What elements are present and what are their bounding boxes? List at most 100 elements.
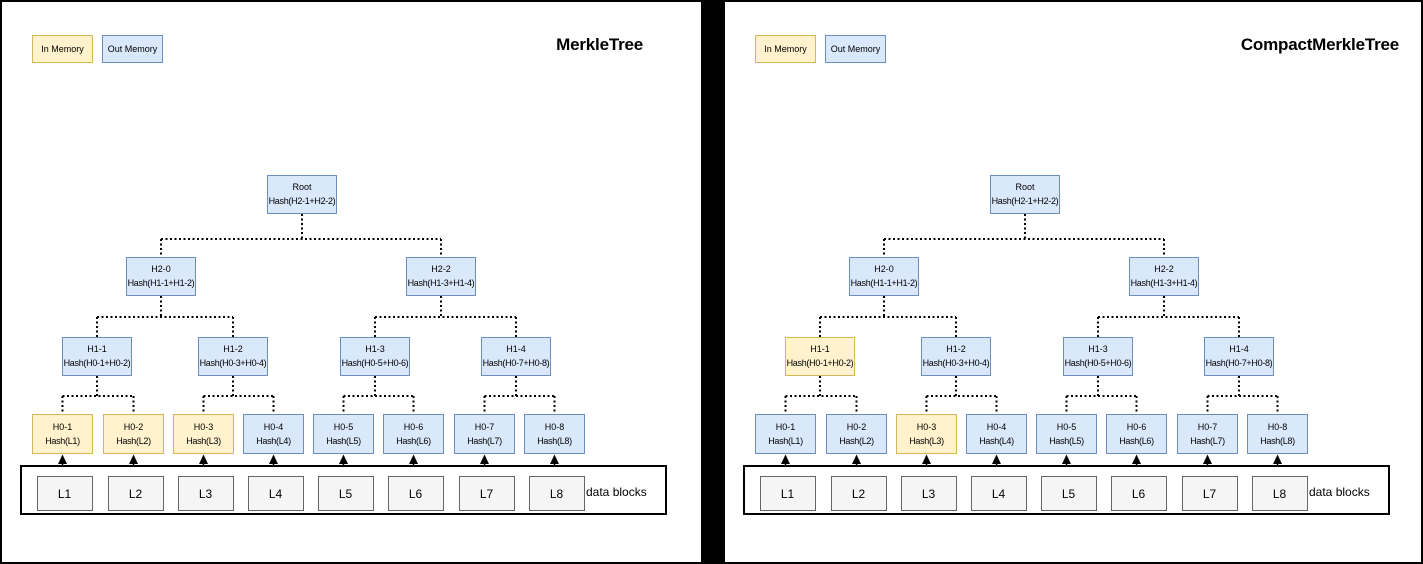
legend-label: In Memory (764, 44, 807, 54)
data-block-l1: L1 (759, 476, 816, 511)
node-title: H2-0 (151, 264, 171, 274)
node-title: H0-7 (474, 421, 495, 432)
data-block-l2: L2 (107, 476, 164, 511)
node-title: H0-2 (123, 421, 144, 432)
node-hash: Hash(H1-3+H1-4) (1130, 278, 1198, 288)
data-block-l7: L7 (458, 476, 515, 511)
node-hash: Hash(H0-1+H0-2) (786, 358, 854, 368)
panel-title: MerkleTree (556, 35, 643, 54)
node-title: H1-1 (810, 344, 830, 354)
node-hash: Hash(L1) (45, 435, 80, 446)
block-arrowhead-up-icon (922, 454, 931, 464)
block-arrowhead-up-icon (58, 454, 67, 464)
node-title: H1-3 (1088, 344, 1108, 354)
node-title: H0-5 (333, 421, 354, 432)
dotted-tree-edge (784, 214, 1279, 414)
panel-divider (703, 0, 723, 564)
data-block-l3: L3 (177, 476, 234, 511)
data-block-l5: L5 (1040, 476, 1097, 511)
node-hash: Hash(H0-1+H0-2) (63, 358, 131, 368)
legend-in-memory: In Memory (32, 35, 93, 63)
node-hash: Hash(H1-3+H1-4) (407, 278, 475, 288)
block-arrowhead-up-icon (852, 454, 861, 464)
panel-title: CompactMerkleTree (1240, 35, 1399, 54)
block-arrowhead-up-icon (480, 454, 489, 464)
node-title: H0-8 (544, 421, 565, 432)
node-title: H1-3 (365, 344, 385, 354)
legend-out-memory: Out Memory (825, 35, 886, 63)
node-hash: Hash(H0-7+H0-8) (1205, 358, 1273, 368)
data-block-l6: L6 (387, 476, 444, 511)
node-hash: Hash(L7) (467, 435, 502, 446)
data-block-l3: L3 (900, 476, 957, 511)
block-arrowhead-up-icon (1132, 454, 1141, 464)
data-block-l8: L8 (1251, 476, 1308, 511)
block-arrowhead-up-icon (1273, 454, 1282, 464)
node-hash: Hash(H2-1+H2-2) (268, 196, 336, 206)
block-arrowhead-up-icon (339, 454, 348, 464)
node-title: H2-0 (874, 264, 894, 274)
legend-label: In Memory (41, 44, 84, 54)
node-title: H0-1 (775, 421, 796, 432)
node-hash: Hash(H1-1+H1-2) (850, 278, 918, 288)
data-block-l5: L5 (317, 476, 374, 511)
legend-in-memory: In Memory (755, 35, 816, 63)
node-hash: Hash(L7) (1190, 435, 1225, 446)
data-block-l4: L4 (970, 476, 1027, 511)
block-arrowhead-up-icon (992, 454, 1001, 464)
node-hash: Hash(H2-1+H2-2) (991, 196, 1059, 206)
node-hash: Hash(H0-3+H0-4) (922, 358, 990, 368)
block-arrowhead-up-icon (1062, 454, 1071, 464)
data-block-l6: L6 (1110, 476, 1167, 511)
node-title: H0-5 (1056, 421, 1077, 432)
node-hash: Hash(H0-7+H0-8) (482, 358, 550, 368)
node-hash: Hash(H0-5+H0-6) (341, 358, 409, 368)
node-title: H2-2 (431, 264, 451, 274)
node-hash: Hash(L2) (839, 435, 874, 446)
node-hash: Hash(L1) (768, 435, 803, 446)
node-title: H0-3 (916, 421, 937, 432)
node-title: H0-7 (1197, 421, 1218, 432)
node-title: H0-4 (986, 421, 1007, 432)
data-block-l1: L1 (36, 476, 93, 511)
data-block-l2: L2 (830, 476, 887, 511)
block-arrowhead-up-icon (269, 454, 278, 464)
node-title: H0-8 (1267, 421, 1288, 432)
node-title: Root (292, 182, 312, 192)
node-hash: Hash(L3) (186, 435, 221, 446)
data-block-l8: L8 (528, 476, 585, 511)
node-hash: Hash(L3) (909, 435, 944, 446)
node-hash: Hash(L5) (1049, 435, 1084, 446)
data-blocks-label: data blocks (1309, 485, 1370, 499)
node-hash: Hash(L4) (979, 435, 1014, 446)
data-blocks-label: data blocks (586, 485, 647, 499)
legend-out-memory: Out Memory (102, 35, 163, 63)
